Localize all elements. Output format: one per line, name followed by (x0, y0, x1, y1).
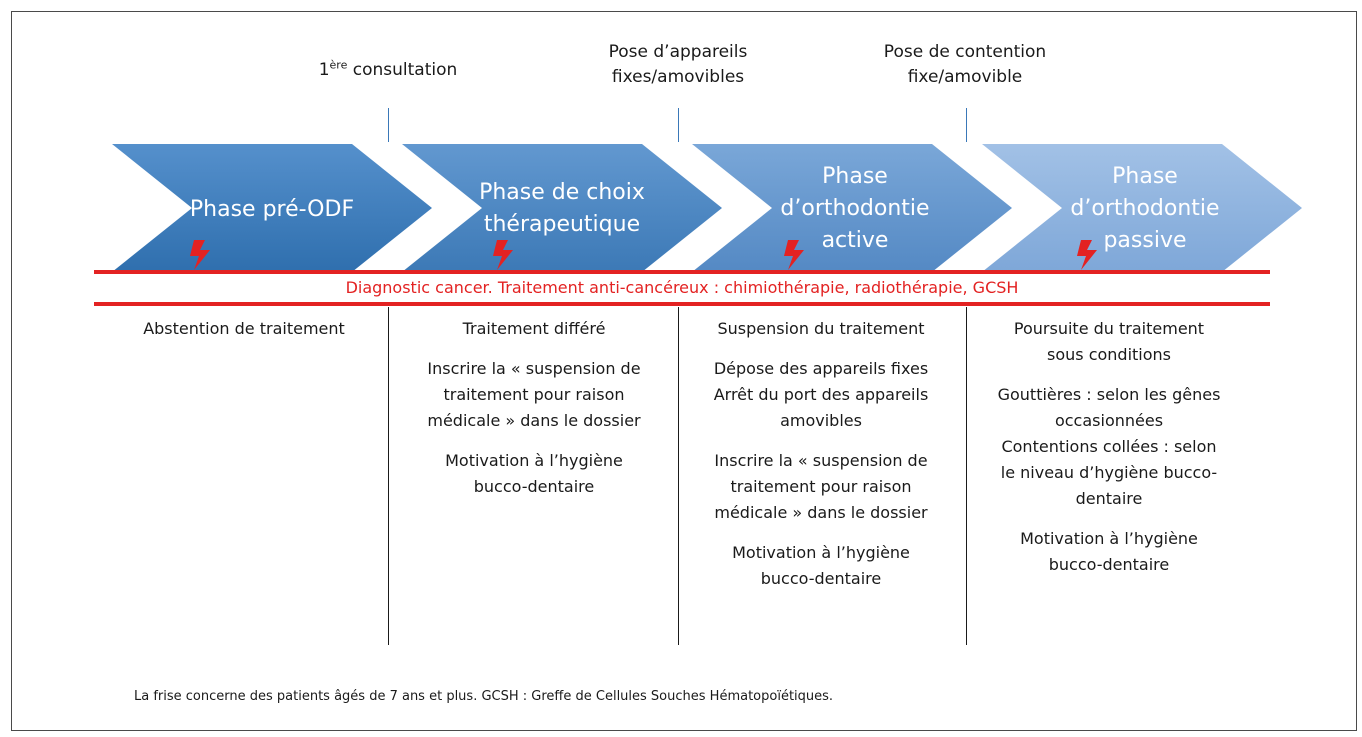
phase-2-line1: Phase de choix (479, 180, 645, 205)
text-line: sous conditions (1047, 345, 1171, 364)
phase-4-line1: Phase (1112, 164, 1178, 189)
phase-label-3: Phase d’orthodontie active (740, 161, 970, 257)
paragraph: Poursuite du traitement sous conditions (975, 316, 1243, 368)
phase-label-2: Phase de choix thérapeutique (447, 177, 677, 241)
column-pre-odf: Abstention de traitement (110, 316, 378, 356)
footnote: La frise concerne des patients âgés de 7… (134, 689, 834, 704)
text-line: Inscrire la « suspension de (714, 451, 928, 470)
text-line: Contentions collées : selon (1001, 437, 1217, 456)
text-line: Suspension du traitement (717, 319, 925, 338)
text-line: dentaire (1075, 489, 1143, 508)
lightning-bolt-icon (784, 240, 804, 270)
paragraph: Dépose des appareils fixes Arrêt du port… (687, 356, 955, 434)
text-line: occasionnées (1054, 411, 1164, 430)
column-choix-therapeutique: Traitement différé Inscrire la « suspens… (400, 316, 668, 514)
milestone-first-number: 1 (318, 60, 330, 80)
paragraph: Motivation à l’hygiène bucco-dentaire (400, 448, 668, 500)
milestone-first-superscript: ère (329, 58, 348, 72)
milestone-appliances-line1: Pose d’appareils (608, 42, 748, 62)
phase-2-line2: thérapeutique (483, 212, 641, 237)
text-line: Motivation à l’hygiène (1020, 529, 1198, 548)
milestone-retention-line1: Pose de contention (883, 42, 1047, 62)
diagnostic-band (94, 270, 1270, 306)
text-line: Poursuite du traitement (1013, 319, 1205, 338)
text-line: médicale » dans le dossier (427, 411, 641, 430)
paragraph: Inscrire la « suspension de traitement p… (687, 448, 955, 526)
figure-frame (11, 11, 1357, 731)
text-line: le niveau d’hygiène bucco- (1000, 463, 1218, 482)
phase-4-line3: passive (1103, 228, 1187, 253)
paragraph: Abstention de traitement (110, 316, 378, 342)
text-line: traitement pour raison (443, 385, 625, 404)
lightning-bolt-icon (1077, 240, 1097, 270)
milestone-first-consultation: 1ère consultation (258, 58, 518, 83)
text-line: Traitement différé (462, 319, 606, 338)
phase-label-4: Phase d’orthodontie passive (1030, 161, 1260, 257)
lightning-bolt-icon (190, 240, 210, 270)
text-line: Motivation à l’hygiène (445, 451, 623, 470)
text-line: Abstention de traitement (143, 319, 345, 338)
text-line: bucco-dentaire (1048, 555, 1170, 574)
milestone-first-text: consultation (347, 60, 458, 80)
column-orthodontie-active: Suspension du traitement Dépose des appa… (687, 316, 955, 606)
phase-3-line2: d’orthodontie (780, 196, 930, 221)
milestone-appliances-line2: fixes/amovibles (611, 67, 745, 87)
column-divider-2 (678, 307, 679, 645)
text-line: Inscrire la « suspension de (427, 359, 641, 378)
chevron-phase-3 (692, 144, 1012, 272)
phase-1-line1: Phase pré-ODF (189, 197, 355, 222)
phase-4-line2: d’orthodontie (1070, 196, 1220, 221)
text-line: amovibles (780, 411, 862, 430)
text-line: traitement pour raison (730, 477, 912, 496)
milestone-tick-1 (388, 108, 389, 142)
text-line: Dépose des appareils fixes (713, 359, 929, 378)
lightning-bolt-icon (493, 240, 513, 270)
phase-label-1: Phase pré-ODF (157, 194, 387, 226)
paragraph: Inscrire la « suspension de traitement p… (400, 356, 668, 434)
text-line: médicale » dans le dossier (714, 503, 928, 522)
phase-3-line3: active (821, 228, 889, 253)
chevron-phase-1 (112, 144, 432, 272)
milestone-tick-2 (678, 108, 679, 142)
column-divider-3 (966, 307, 967, 645)
chevron-phase-2 (402, 144, 722, 272)
diagnostic-text: Diagnostic cancer. Traitement anti-cancé… (345, 278, 1019, 297)
paragraph: Traitement différé (400, 316, 668, 342)
column-divider-1 (388, 307, 389, 645)
phase-3-line1: Phase (822, 164, 888, 189)
paragraph: Motivation à l’hygiène bucco-dentaire (687, 540, 955, 592)
column-orthodontie-passive: Poursuite du traitement sous conditions … (975, 316, 1243, 592)
text-line: Arrêt du port des appareils (713, 385, 929, 404)
milestone-retention: Pose de contention fixe/amovible (835, 40, 1095, 90)
text-line: bucco-dentaire (473, 477, 595, 496)
paragraph: Gouttières : selon les gênes occasionnée… (975, 382, 1243, 512)
milestone-appliances: Pose d’appareils fixes/amovibles (548, 40, 808, 90)
paragraph: Suspension du traitement (687, 316, 955, 342)
chevron-phase-4 (982, 144, 1302, 272)
milestone-retention-line2: fixe/amovible (907, 67, 1023, 87)
milestone-tick-3 (966, 108, 967, 142)
text-line: bucco-dentaire (760, 569, 882, 588)
text-line: Motivation à l’hygiène (732, 543, 910, 562)
paragraph: Motivation à l’hygiène bucco-dentaire (975, 526, 1243, 578)
text-line: Gouttières : selon les gênes (997, 385, 1221, 404)
